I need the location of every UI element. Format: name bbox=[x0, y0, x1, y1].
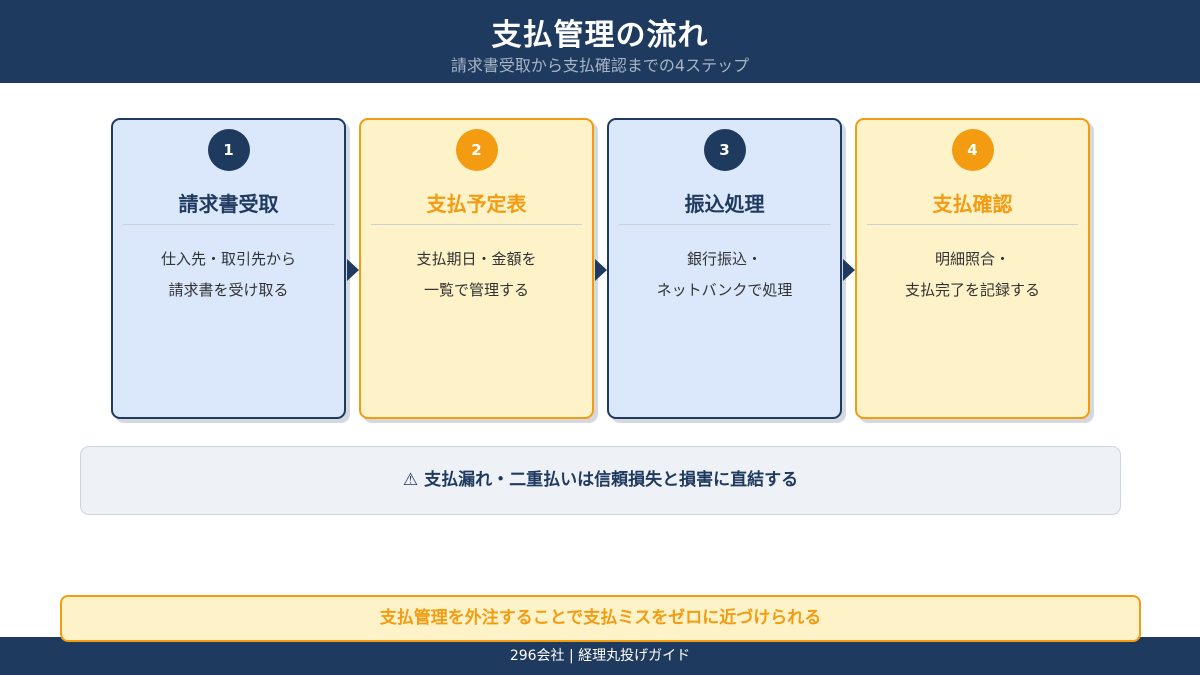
divider bbox=[371, 224, 582, 225]
header-banner: 支払管理の流れ 請求書受取から支払確認までの4ステップ bbox=[0, 0, 1200, 83]
step-description-line: ネットバンクで処理 bbox=[656, 281, 793, 299]
step-card-3: 3 振込処理 銀行振込・ ネットバンクで処理 bbox=[607, 118, 842, 419]
step-card-4: 4 支払確認 明細照合・ 支払完了を記録する bbox=[855, 118, 1090, 419]
step-title: 支払予定表 bbox=[426, 192, 527, 216]
step-description-line: 請求書を受け取る bbox=[168, 281, 289, 299]
step-description: 銀行振込・ ネットバンクで処理 bbox=[609, 244, 840, 306]
divider bbox=[619, 224, 830, 225]
divider bbox=[867, 224, 1078, 225]
step-description-line: 支払期日・金額を bbox=[416, 250, 537, 268]
step-description: 明細照合・ 支払完了を記録する bbox=[857, 244, 1088, 306]
step-title: 支払確認 bbox=[932, 192, 1013, 216]
step-number-badge: 1 bbox=[207, 129, 250, 171]
arrow-right-icon bbox=[595, 259, 607, 281]
step-card-1: 1 請求書受取 仕入先・取引先から 請求書を受け取る bbox=[111, 118, 346, 419]
step-description: 支払期日・金額を 一覧で管理する bbox=[361, 244, 592, 306]
step-description: 仕入先・取引先から 請求書を受け取る bbox=[113, 244, 344, 306]
step-title: 振込処理 bbox=[684, 192, 765, 216]
divider bbox=[123, 224, 334, 225]
page-subtitle: 請求書受取から支払確認までの4ステップ bbox=[450, 56, 750, 75]
step-description-line: 支払完了を記録する bbox=[904, 281, 1040, 299]
footer: 296会社 | 経理丸投げガイド bbox=[0, 637, 1200, 675]
arrow-right-icon bbox=[843, 259, 855, 281]
page-title: 支払管理の流れ bbox=[491, 18, 709, 53]
step-description-line: 仕入先・取引先から bbox=[160, 250, 296, 268]
warning-box: ⚠ 支払漏れ・二重払いは信頼損失と損害に直結する bbox=[80, 446, 1121, 515]
step-description-line: 一覧で管理する bbox=[423, 281, 529, 299]
step-number-badge: 4 bbox=[951, 129, 994, 171]
callout-text: 支払管理を外注することで支払ミスをゼロに近づけられる bbox=[379, 608, 822, 628]
step-number-badge: 2 bbox=[455, 129, 498, 171]
footer-text: 296会社 | 経理丸投げガイド bbox=[509, 648, 691, 664]
callout-box: 支払管理を外注することで支払ミスをゼロに近づけられる bbox=[60, 595, 1141, 642]
step-card-2: 2 支払予定表 支払期日・金額を 一覧で管理する bbox=[359, 118, 594, 419]
step-number-badge: 3 bbox=[703, 129, 746, 171]
step-title: 請求書受取 bbox=[178, 192, 279, 216]
warning-icon: ⚠ bbox=[402, 470, 419, 490]
process-flow: 1 請求書受取 仕入先・取引先から 請求書を受け取る 2 支払予定表 支払期日・… bbox=[111, 118, 1090, 419]
step-description-line: 明細照合・ bbox=[934, 250, 1010, 268]
warning-text: 支払漏れ・二重払いは信頼損失と損害に直結する bbox=[424, 470, 799, 490]
arrow-right-icon bbox=[347, 259, 359, 281]
step-description-line: 銀行振込・ bbox=[686, 250, 762, 268]
